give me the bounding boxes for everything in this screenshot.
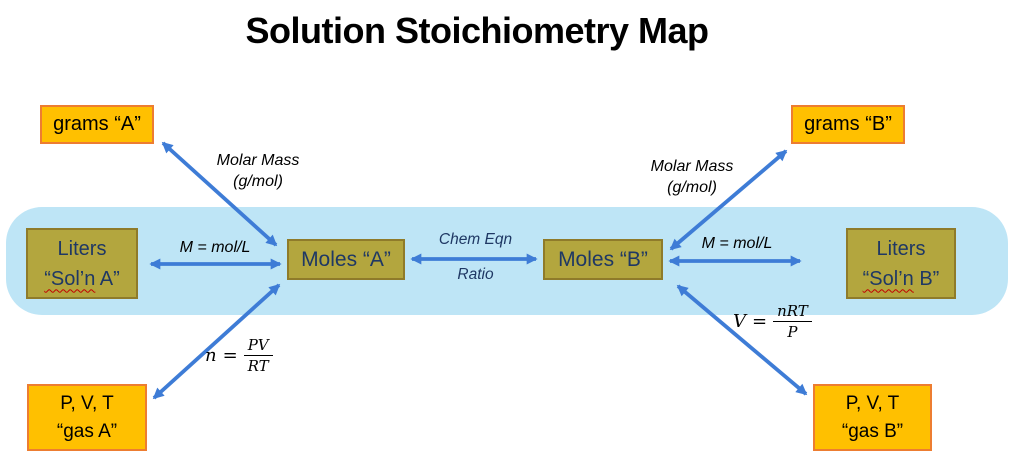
spellcheck-squiggle: “Sol’n — [862, 267, 914, 290]
box-grams-a-label: grams “A” — [53, 113, 141, 135]
formula-ideal-gas-a: n = PV RT — [205, 336, 273, 375]
box-grams-a: grams “A” — [40, 105, 154, 144]
spellcheck-squiggle: “Sol’n — [44, 267, 96, 290]
label-molar-mass-a-line2: (g/mol) — [233, 173, 283, 190]
box-moles-b: Moles “B” — [543, 239, 663, 280]
box-liters-soln-a-line2: “Sol’n A” — [44, 264, 120, 294]
box-gas-b-line2: “gas B” — [841, 420, 904, 442]
box-liters-soln-a: Liters “Sol’n A” — [26, 228, 138, 299]
box-liters-soln-b-line2: “Sol’n B” — [863, 264, 940, 294]
formula-b-lhs: V — [733, 311, 746, 332]
arrow-moles-a-grams-a — [161, 141, 278, 247]
formula-a-numerator: PV — [243, 336, 273, 356]
label-molarity-a: M = mol/L — [179, 239, 251, 256]
arrow-moles-a-gas-a — [152, 283, 281, 400]
formula-b-equals: = — [752, 311, 768, 332]
box-moles-b-label: Moles “B” — [558, 247, 648, 271]
label-chem-eqn-ratio: Chem Eqn Ratio — [413, 229, 538, 285]
box-moles-a-label: Moles “A” — [301, 247, 391, 271]
label-chem-eqn-line1: Chem Eqn — [438, 231, 513, 248]
formula-b-numerator: nRT — [773, 302, 812, 322]
box-grams-b: grams “B” — [791, 105, 905, 144]
box-liters-soln-a-line1: Liters — [57, 237, 107, 260]
label-molarity-b: M = mol/L — [701, 235, 773, 252]
box-moles-a: Moles “A” — [287, 239, 405, 280]
box-liters-soln-b-line2-rest: B” — [913, 267, 940, 290]
box-gas-a-line1: P, V, T — [60, 392, 114, 414]
box-gas-a-line2: “gas A” — [56, 420, 118, 442]
label-molar-mass-b: Molar Mass (g/mol) — [617, 156, 767, 198]
box-gas-b-line1: P, V, T — [845, 392, 900, 414]
box-liters-soln-b: Liters “Sol’n B” — [846, 228, 956, 299]
formula-ideal-gas-b: V = nRT P — [733, 302, 812, 341]
arrow-moles-b-gas-b — [676, 284, 808, 396]
formula-a-lhs: n — [205, 345, 217, 366]
formula-a-fraction: PV RT — [243, 336, 273, 375]
formula-a-denominator: RT — [247, 357, 269, 375]
box-gas-b: P, V, T “gas B” — [813, 384, 932, 451]
label-molar-mass-a-line1: Molar Mass — [216, 152, 300, 169]
label-molar-mass-b-line1: Molar Mass — [650, 158, 734, 175]
formula-b-denominator: P — [787, 323, 798, 341]
label-molar-mass-a: Molar Mass (g/mol) — [183, 150, 333, 192]
formula-a-equals: = — [222, 345, 238, 366]
box-liters-soln-a-line2-rest: A” — [95, 267, 120, 290]
slide-title: Solution Stoichiometry Map — [245, 10, 709, 51]
box-gas-a: P, V, T “gas A” — [27, 384, 147, 451]
box-liters-soln-b-line1: Liters — [876, 237, 926, 260]
arrow-moles-b-grams-b — [669, 149, 788, 251]
box-grams-b-label: grams “B” — [804, 113, 892, 135]
label-molar-mass-b-line2: (g/mol) — [667, 179, 717, 196]
formula-b-fraction: nRT P — [773, 302, 812, 341]
label-chem-eqn-line2: Ratio — [457, 266, 494, 283]
